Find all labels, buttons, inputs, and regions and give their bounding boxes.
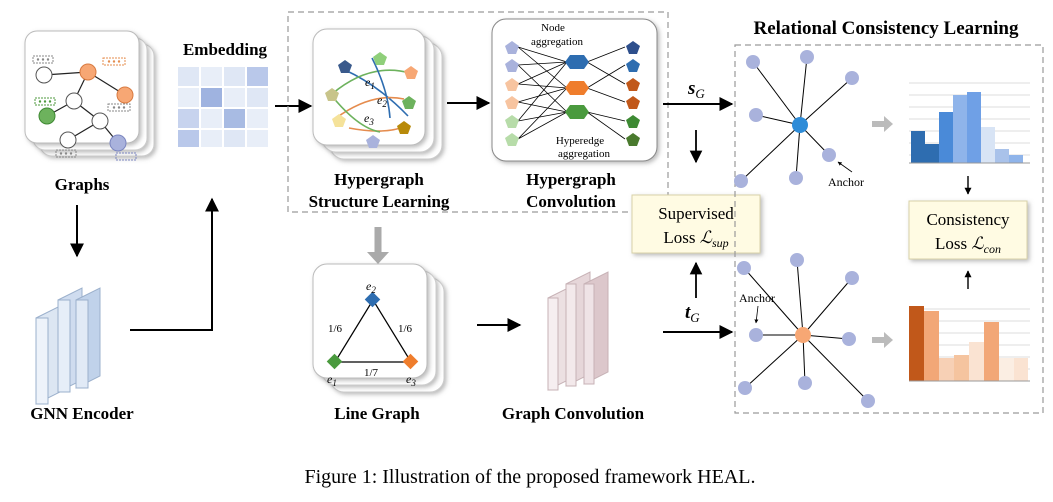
consistency-loss-line1: Consistency bbox=[926, 210, 1010, 229]
line-graph-card-stack: e2 e1 e3 1/6 1/6 1/7 bbox=[312, 263, 445, 393]
hconv-label-line2: Convolution bbox=[526, 192, 616, 211]
lg-weight-23: 1/6 bbox=[398, 323, 413, 335]
supervised-loss-line2: Loss ℒsup bbox=[663, 228, 728, 250]
supervised-loss-box: Supervised Loss ℒsup bbox=[631, 194, 761, 254]
gnn-encoder-icon bbox=[35, 287, 101, 405]
hconv-label-line1: Hypergraph bbox=[526, 170, 616, 189]
anchor-pointer-bottom bbox=[754, 305, 759, 324]
hsl-e2-label: e2 bbox=[377, 93, 387, 109]
line-graph-label: Line Graph bbox=[334, 404, 420, 423]
lg-e1-label: e1 bbox=[327, 372, 337, 388]
embedding-matrix bbox=[176, 65, 270, 149]
rcl-panel bbox=[734, 44, 1044, 414]
arrow-encoder-to-embedding bbox=[130, 197, 219, 331]
anchor-label-top: Anchor bbox=[828, 175, 864, 189]
figure-caption: Figure 1: Illustration of the proposed f… bbox=[304, 466, 755, 488]
anchor-label-bottom: Anchor bbox=[739, 291, 775, 305]
rcl-top-star-graph bbox=[734, 50, 859, 188]
anchor-pointer-top bbox=[837, 161, 853, 173]
similarity-distribution-bottom bbox=[909, 306, 1030, 382]
graph-convolution-label: Graph Convolution bbox=[502, 404, 645, 423]
hsl-label-line2: Structure Learning bbox=[309, 192, 450, 211]
hyperedge-aggregation-line2: aggregation bbox=[558, 148, 610, 160]
lg-e3-label: e3 bbox=[406, 372, 416, 388]
lg-weight-12: 1/6 bbox=[328, 323, 343, 335]
graph-convolution-icon bbox=[547, 271, 609, 391]
rcl-title: Relational Consistency Learning bbox=[754, 18, 1019, 39]
t-g-label: tG bbox=[685, 302, 700, 325]
supervised-loss-line1: Supervised bbox=[658, 204, 734, 223]
hsl-card-stack: e1 e2 e3 bbox=[312, 28, 443, 160]
gnn-encoder-label: GNN Encoder bbox=[30, 404, 134, 423]
hsl-label-line1: Hypergraph bbox=[334, 170, 424, 189]
embedding-label: Embedding bbox=[183, 40, 268, 59]
rcl-bottom-star-graph bbox=[737, 253, 875, 408]
graphs-label: Graphs bbox=[55, 175, 110, 194]
consistency-loss-box: Consistency Loss ℒcon bbox=[908, 200, 1028, 260]
similarity-distribution-top bbox=[909, 82, 1030, 164]
gray-arrow-top bbox=[872, 116, 893, 132]
hsl-e1-label: e1 bbox=[365, 75, 375, 91]
lg-weight-13: 1/7 bbox=[364, 367, 379, 379]
lg-e2-label: e2 bbox=[366, 279, 376, 295]
gray-arrow-bottom bbox=[872, 332, 893, 348]
graphs-card-stack bbox=[24, 30, 155, 161]
node-aggregation-line2: aggregation bbox=[531, 36, 583, 48]
arrow-hsl-to-linegraph-head bbox=[367, 252, 389, 264]
hypergraph-panel bbox=[287, 11, 669, 213]
hyperedge-aggregation-line1: Hyperedge bbox=[556, 135, 604, 147]
s-g-label: sG bbox=[687, 78, 705, 101]
consistency-loss-line2: Loss ℒcon bbox=[935, 234, 1001, 256]
hconv-card: Node aggregation Hyperedge aggregation bbox=[491, 18, 658, 162]
hsl-e3-label: e3 bbox=[364, 111, 374, 127]
node-aggregation-line1: Node bbox=[541, 22, 565, 34]
